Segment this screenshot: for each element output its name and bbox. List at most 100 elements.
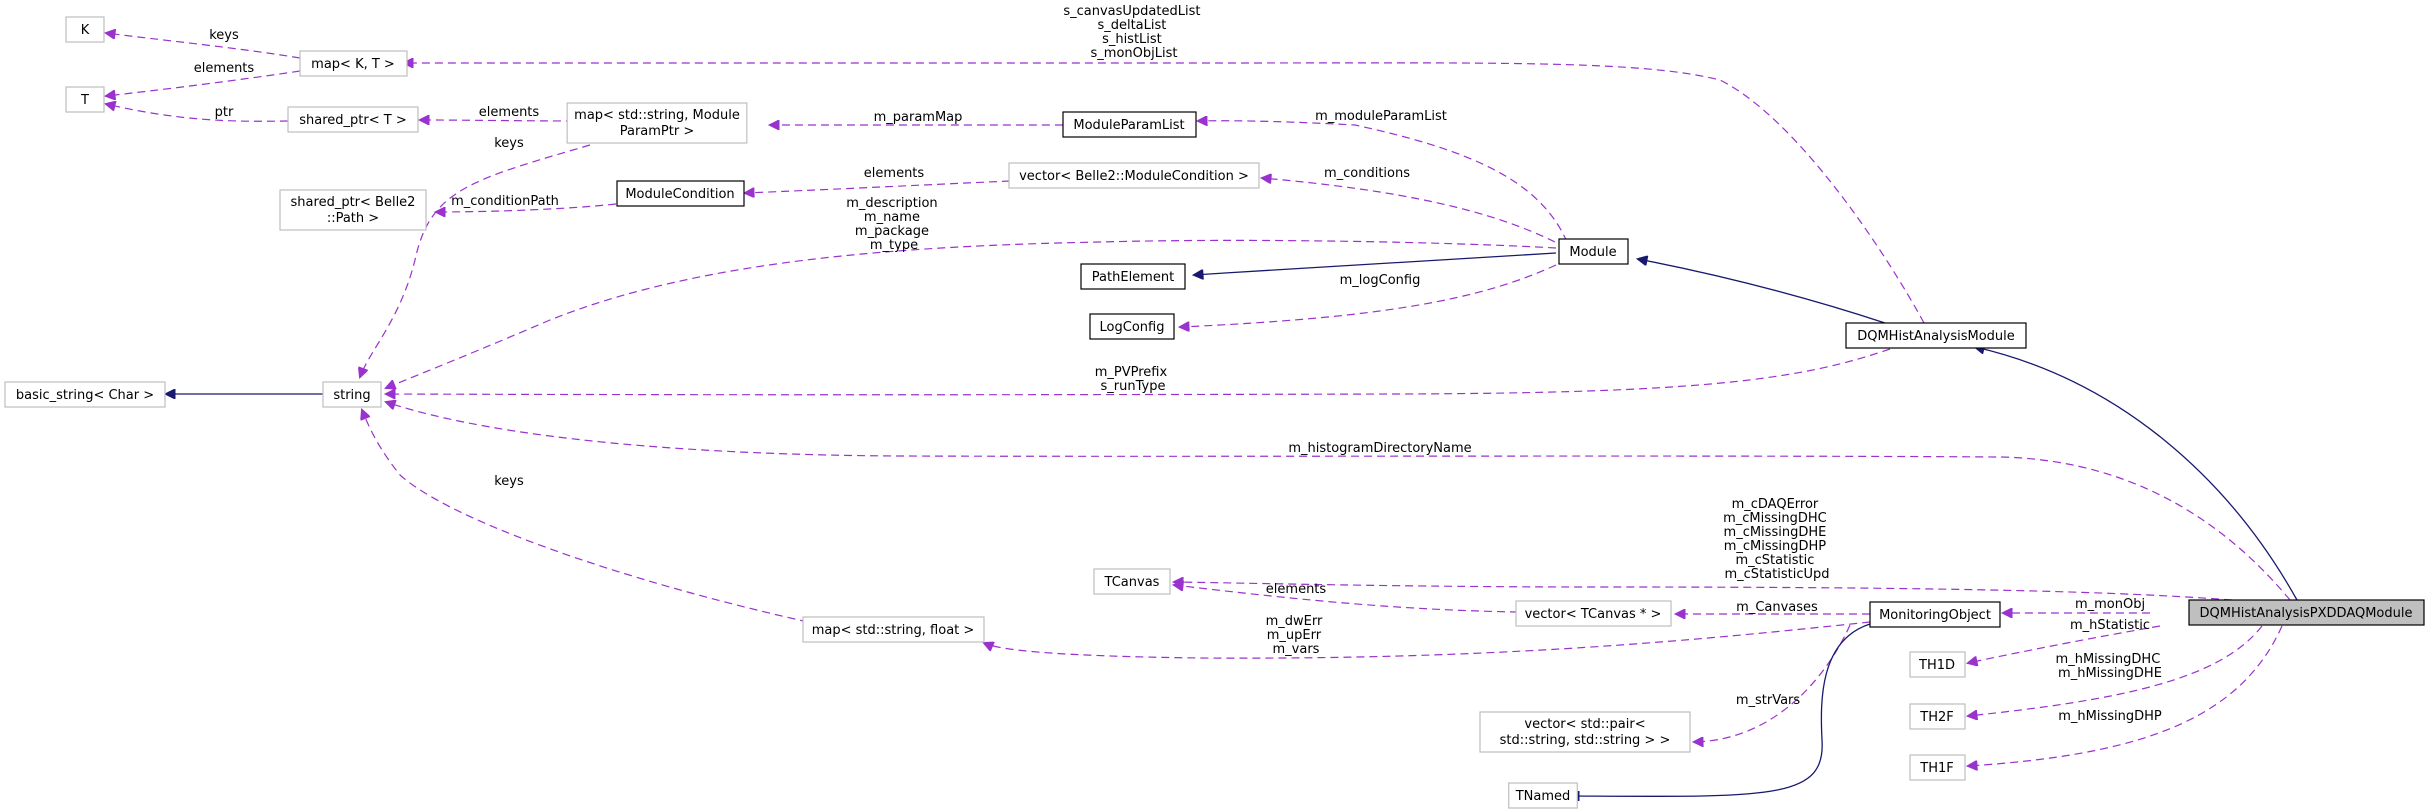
svg-text:::Path >: ::Path >: [327, 211, 379, 226]
svg-text:ModuleCondition: ModuleCondition: [625, 187, 734, 202]
node-basic-string[interactable]: basic_string< Char >: [4, 381, 166, 408]
label-m-histogramDirectoryName: m_histogramDirectoryName: [1288, 441, 1471, 456]
label-m-vars: m_dwErr m_upErr m_vars: [1266, 614, 1327, 657]
node-map-string-ModuleParamPtr[interactable]: map< std::string, Module ParamPtr >: [566, 102, 748, 144]
node-map-K-T[interactable]: map< K, T >: [299, 50, 408, 77]
edge-ptr-to-T: [106, 104, 289, 122]
svg-text:TH1D: TH1D: [1918, 658, 1955, 673]
svg-text:map< std::string, float >: map< std::string, float >: [812, 623, 975, 638]
node-ModuleParamList[interactable]: ModuleParamList: [1062, 111, 1197, 138]
label-m-Canvases: m_Canvases: [1736, 600, 1818, 615]
node-MonitoringObject[interactable]: MonitoringObject: [1869, 601, 2001, 628]
svg-text:map< K, T >: map< K, T >: [311, 57, 395, 72]
label-pvprefix: m_PVPrefix s_runType: [1095, 365, 1172, 394]
node-shared-ptr-Belle2-Path[interactable]: shared_ptr< Belle2 ::Path >: [279, 189, 427, 231]
node-TH1D[interactable]: TH1D: [1909, 651, 1966, 678]
edge-m-conditions: [1262, 178, 1556, 243]
label-keys-K: keys: [209, 28, 239, 43]
edge-inherit-TNamed: [1570, 623, 1871, 796]
svg-text:T: T: [80, 93, 89, 108]
label-m-logConfig: m_logConfig: [1340, 273, 1421, 288]
label-m-conditions: m_conditions: [1324, 166, 1410, 181]
edge-inherit-DQMHistAnalysisModule: [1975, 347, 2298, 601]
edge-keys-to-K: [106, 33, 301, 59]
svg-text:ModuleParamList: ModuleParamList: [1073, 118, 1184, 133]
edge-keys-top-to-string: [360, 144, 591, 377]
svg-text:TNamed: TNamed: [1515, 789, 1571, 804]
svg-text:LogConfig: LogConfig: [1100, 320, 1165, 335]
edge-m-hMissingDHP: [1968, 625, 2283, 766]
label-elements-tcanvas: elements: [1266, 582, 1327, 597]
svg-text:ParamPtr >: ParamPtr >: [620, 124, 695, 139]
svg-text:vector< Belle2::ModuleConditio: vector< Belle2::ModuleCondition >: [1019, 169, 1249, 184]
svg-text:std::string, std::string > >: std::string, std::string > >: [1500, 733, 1671, 748]
svg-text:map< std::string, Module: map< std::string, Module: [574, 108, 740, 123]
edge-module-strings: [386, 239, 1557, 388]
edge-m-hMissing-TH2F: [1968, 625, 2263, 716]
edge-m-vars: [984, 621, 1871, 659]
label-module-strings: m_description m_name m_package m_type: [846, 196, 942, 253]
node-PathElement[interactable]: PathElement: [1080, 263, 1186, 290]
node-shared-ptr-T[interactable]: shared_ptr< T >: [287, 106, 419, 133]
edge-m-hStatistic: [1968, 625, 2161, 663]
node-DQMHistAnalysisPXDDAQModule[interactable]: DQMHistAnalysisPXDDAQModule: [2188, 599, 2425, 626]
label-canvases-pxd: m_cDAQError m_cMissingDHC m_cMissingDHE …: [1723, 497, 1831, 582]
label-m-hMissing-2f: m_hMissingDHC m_hMissingDHE: [2056, 652, 2165, 681]
node-K[interactable]: K: [65, 16, 105, 43]
label-m-hStatistic: m_hStatistic: [2070, 618, 2150, 633]
edge-elements-to-shared-ptr-T: [420, 120, 588, 121]
node-Module[interactable]: Module: [1558, 238, 1629, 265]
edges: [106, 33, 2298, 796]
label-ptr-T: ptr: [215, 105, 234, 120]
svg-text:basic_string< Char >: basic_string< Char >: [16, 388, 154, 403]
svg-text:string: string: [333, 388, 370, 403]
svg-text:MonitoringObject: MonitoringObject: [1879, 608, 1991, 623]
svg-text:K: K: [81, 23, 90, 38]
svg-text:PathElement: PathElement: [1092, 270, 1174, 285]
node-LogConfig[interactable]: LogConfig: [1089, 313, 1175, 340]
edge-m-moduleParamList: [1198, 121, 1568, 243]
label-m-moduleParamList: m_moduleParamList: [1315, 109, 1447, 124]
svg-text:DQMHistAnalysisModule: DQMHistAnalysisModule: [1857, 329, 2015, 344]
svg-text:TH2F: TH2F: [1919, 710, 1953, 725]
node-vector-ModuleCondition[interactable]: vector< Belle2::ModuleCondition >: [1008, 162, 1260, 189]
edge-inherit-PathElement: [1194, 252, 1557, 275]
edge-elements-to-TCanvas: [1174, 585, 1519, 613]
edge-s-lists: [404, 63, 1925, 324]
edge-pxd-canvases: [1174, 582, 2233, 601]
node-TCanvas[interactable]: TCanvas: [1093, 568, 1171, 595]
node-vector-pair-string[interactable]: vector< std::pair< std::string, std::str…: [1479, 711, 1691, 753]
label-m-strVars: m_strVars: [1736, 693, 1801, 708]
svg-text:shared_ptr< T >: shared_ptr< T >: [299, 113, 406, 128]
edge-elements-to-ModuleCondition: [745, 180, 1011, 193]
label-keys-string-bottom: keys: [494, 474, 524, 489]
label-elements-T: elements: [194, 61, 255, 76]
node-T[interactable]: T: [65, 86, 105, 113]
edge-m-histogramDirectoryName: [386, 402, 2291, 601]
node-TH2F[interactable]: TH2F: [1909, 703, 1966, 730]
svg-text:Module: Module: [1569, 245, 1616, 260]
svg-text:TCanvas: TCanvas: [1104, 575, 1160, 590]
nodes: K T map< K, T > shared_ptr< T > map< std…: [4, 16, 2425, 809]
svg-text:DQMHistAnalysisPXDDAQModule: DQMHistAnalysisPXDDAQModule: [2200, 606, 2413, 621]
node-map-string-float[interactable]: map< std::string, float >: [802, 616, 985, 643]
edge-inherit-Module: [1638, 259, 1886, 324]
node-TNamed[interactable]: TNamed: [1508, 782, 1578, 809]
label-s-lists: s_canvasUpdatedList s_deltaList s_histLi…: [1063, 4, 1204, 61]
label-elements-modcond: elements: [864, 166, 925, 181]
edge-pvprefix: [386, 348, 1891, 395]
node-DQMHistAnalysisModule[interactable]: DQMHistAnalysisModule: [1845, 322, 2027, 349]
label-elements-sharedptr: elements: [479, 105, 540, 120]
svg-text:vector< TCanvas * >: vector< TCanvas * >: [1525, 607, 1662, 622]
label-m-hMissingDHP: m_hMissingDHP: [2058, 709, 2162, 724]
label-keys-string-top: keys: [494, 136, 524, 151]
label-m-monObj: m_monObj: [2075, 597, 2145, 612]
node-string[interactable]: string: [322, 381, 382, 408]
node-TH1F[interactable]: TH1F: [1909, 754, 1966, 781]
svg-text:shared_ptr< Belle2: shared_ptr< Belle2: [291, 195, 416, 210]
svg-text:TH1F: TH1F: [1919, 761, 1953, 776]
edge-m-strVars: [1694, 624, 1851, 742]
node-vector-TCanvas[interactable]: vector< TCanvas * >: [1515, 600, 1672, 627]
node-ModuleCondition[interactable]: ModuleCondition: [616, 180, 745, 207]
